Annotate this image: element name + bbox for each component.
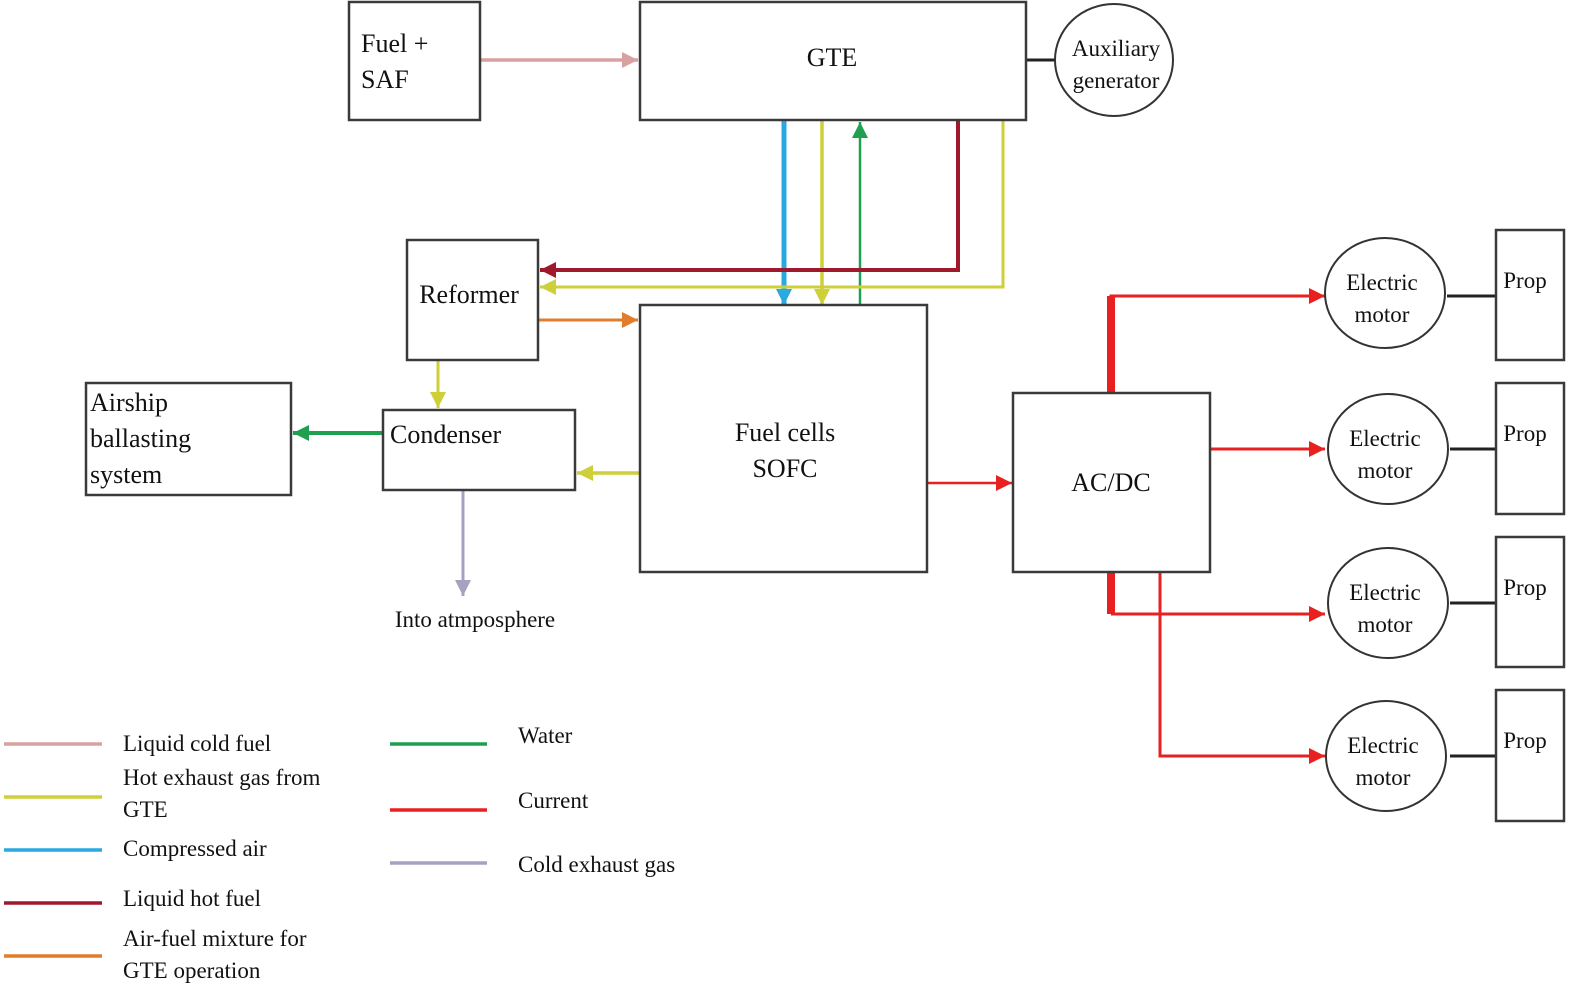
into-atmosphere-label: Into atmposphere (395, 607, 555, 632)
fuel-cells-sofc-label: SOFC (752, 454, 817, 483)
acdc-label: AC/DC (1071, 468, 1150, 497)
compressed-air-flow-arrowhead-icon (776, 289, 792, 305)
legend-label: GTE (123, 797, 168, 822)
propeller-label: Prop (1503, 728, 1546, 753)
liquid-hot-fuel-flow-arrowhead-icon (540, 262, 556, 278)
current-to-acdc-flow-arrowhead-icon (996, 475, 1012, 491)
propeller-label: Prop (1503, 575, 1546, 600)
current-bus-upper (1107, 296, 1115, 393)
fuel-cells-sofc-label: Fuel cells (735, 418, 835, 447)
fuel-saf-label: Fuel + (361, 29, 428, 58)
legend-label: Air-fuel mixture for (123, 926, 307, 951)
airship-ballasting-label: Airship (90, 388, 168, 417)
propeller-block-1[interactable] (1494, 228, 1566, 362)
gte-label: GTE (807, 43, 858, 72)
hot-exhaust-to-reformer-flow (540, 120, 1005, 289)
cold-exhaust-flow-arrowhead-icon (455, 580, 471, 596)
legend-label: Liquid hot fuel (123, 886, 261, 911)
airship-ballasting-label: system (90, 460, 162, 489)
liquid-hot-fuel-flow (540, 120, 960, 272)
legend-label: Water (518, 723, 573, 748)
current-bus-lower (1107, 572, 1115, 614)
propeller-label: Prop (1503, 421, 1546, 446)
acdc-block[interactable] (1011, 391, 1212, 574)
current-to-motor-2-arrowhead-icon (1309, 441, 1325, 457)
electric-motor-label: motor (1358, 458, 1413, 483)
propeller-block-3[interactable] (1494, 535, 1566, 669)
hot-exhaust-to-reformer-flow-arrowhead-icon (540, 279, 556, 295)
airship-ballasting-block[interactable] (84, 381, 293, 497)
legend-label: Hot exhaust gas from (123, 765, 320, 790)
electric-motor-2[interactable] (1327, 393, 1449, 505)
auxiliary-generator-label: Auxiliary (1072, 36, 1161, 61)
airship-ballasting-label: ballasting (90, 424, 191, 453)
auxiliary-generator-label: generator (1073, 68, 1160, 93)
air-fuel-mixture-flow-arrowhead-icon (622, 312, 638, 328)
electric-motor-label: Electric (1349, 426, 1421, 451)
flow-lines (293, 52, 1496, 764)
hot-exhaust-to-sofc-flow-arrowhead-icon (814, 289, 830, 305)
current-to-motor-1-arrowhead-icon (1309, 288, 1325, 304)
electric-motor-label: motor (1355, 302, 1410, 327)
legend-label: Cold exhaust gas (518, 852, 675, 877)
legend-label: Liquid cold fuel (123, 731, 271, 756)
legend-label: GTE operation (123, 958, 261, 983)
gte-block[interactable] (638, 0, 1028, 122)
reformer-block[interactable] (405, 238, 540, 362)
fuel-saf-block[interactable] (347, 0, 482, 122)
current-to-motor-1 (1109, 294, 1325, 393)
water-to-gte-flow-arrowhead-icon (852, 122, 868, 138)
electric-motor-3[interactable] (1327, 547, 1449, 659)
legend-label: Compressed air (123, 836, 267, 861)
electric-motor-label: Electric (1347, 733, 1419, 758)
current-to-motor-4-arrowhead-icon (1309, 748, 1325, 764)
fuel-saf-label: SAF (361, 65, 409, 94)
condenser-block[interactable] (381, 408, 577, 492)
fuel-cells-sofc-block[interactable] (638, 303, 929, 574)
reformer-to-condenser-flow-arrowhead-icon (430, 392, 446, 408)
propeller-block-2[interactable] (1494, 381, 1566, 516)
current-to-motor-4 (1158, 572, 1325, 758)
auxiliary-generator-block[interactable] (1054, 3, 1174, 117)
electric-motor-4[interactable] (1325, 700, 1447, 812)
electric-motor-1[interactable] (1324, 237, 1446, 349)
electric-motor-label: Electric (1349, 580, 1421, 605)
electric-motor-label: motor (1358, 612, 1413, 637)
water-to-ballast-flow-arrowhead-icon (293, 425, 309, 441)
reformer-label: Reformer (419, 280, 519, 309)
electric-motor-label: motor (1356, 765, 1411, 790)
electric-motor-label: Electric (1346, 270, 1418, 295)
propeller-label: Prop (1503, 268, 1546, 293)
condenser-label: Condenser (390, 420, 502, 449)
blocks: Fuel + SAF GTE Auxiliary generatorReformerFu… (84, 0, 1566, 823)
current-to-motor-3-arrowhead-icon (1309, 606, 1325, 622)
sofc-to-condenser-flow-arrowhead-icon (577, 465, 593, 481)
legend-label: Current (518, 788, 589, 813)
propeller-block-4[interactable] (1494, 688, 1566, 823)
liquid-cold-fuel-flow-arrowhead-icon (622, 52, 638, 68)
